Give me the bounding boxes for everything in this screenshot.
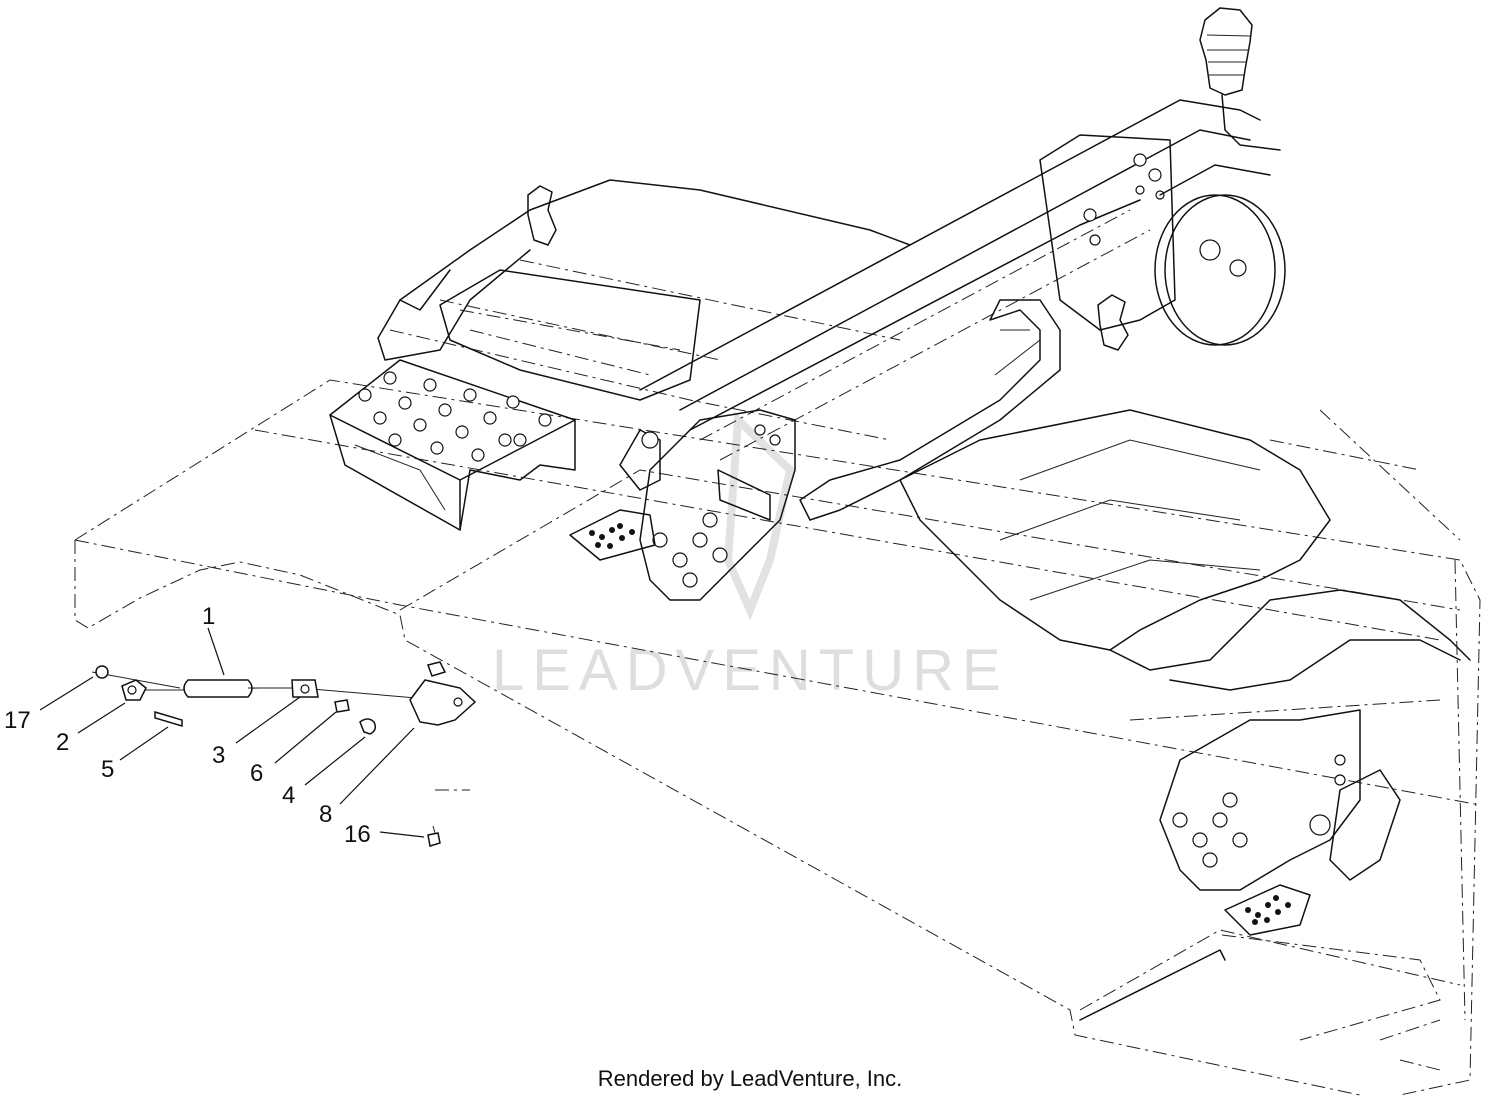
frame-assembly [377,7,1471,1071]
watermark-logo [723,411,795,621]
callout-8: 8 [319,801,332,828]
callout-17: 17 [4,707,31,734]
part-17-nut [95,665,109,679]
part-5-bolt [154,710,183,728]
floor-plate-left [569,509,656,561]
callout-2: 2 [56,729,69,756]
deck-plate [74,379,1481,1096]
part-8-bracket [409,679,477,726]
pivot-bracket-left [619,409,796,601]
callout-4: 4 [282,782,295,809]
callout-6: 6 [250,760,263,787]
callouts: 1 17 2 5 3 6 4 8 16 [4,603,371,848]
callout-1: 1 [202,603,215,630]
part-4-clip [359,718,377,735]
pivot-bracket-right [1159,709,1401,891]
caster-wheel [1154,7,1286,346]
watermark-text: LEADVENTURE [492,638,1009,703]
step-plate [329,359,576,531]
gas-spring-assembly [91,661,477,847]
callout-16: 16 [344,821,371,848]
callout-3: 3 [212,742,225,769]
step-plate-holes [358,371,552,462]
callout-leaders [39,627,425,838]
render-credit: Rendered by LeadVenture, Inc. [597,1066,903,1091]
part-16-screw [427,832,441,847]
part-6-bushing [334,699,350,713]
floor-plate-right [1224,884,1311,936]
part-1-gas-spring [183,679,253,698]
callout-5: 5 [101,756,114,783]
